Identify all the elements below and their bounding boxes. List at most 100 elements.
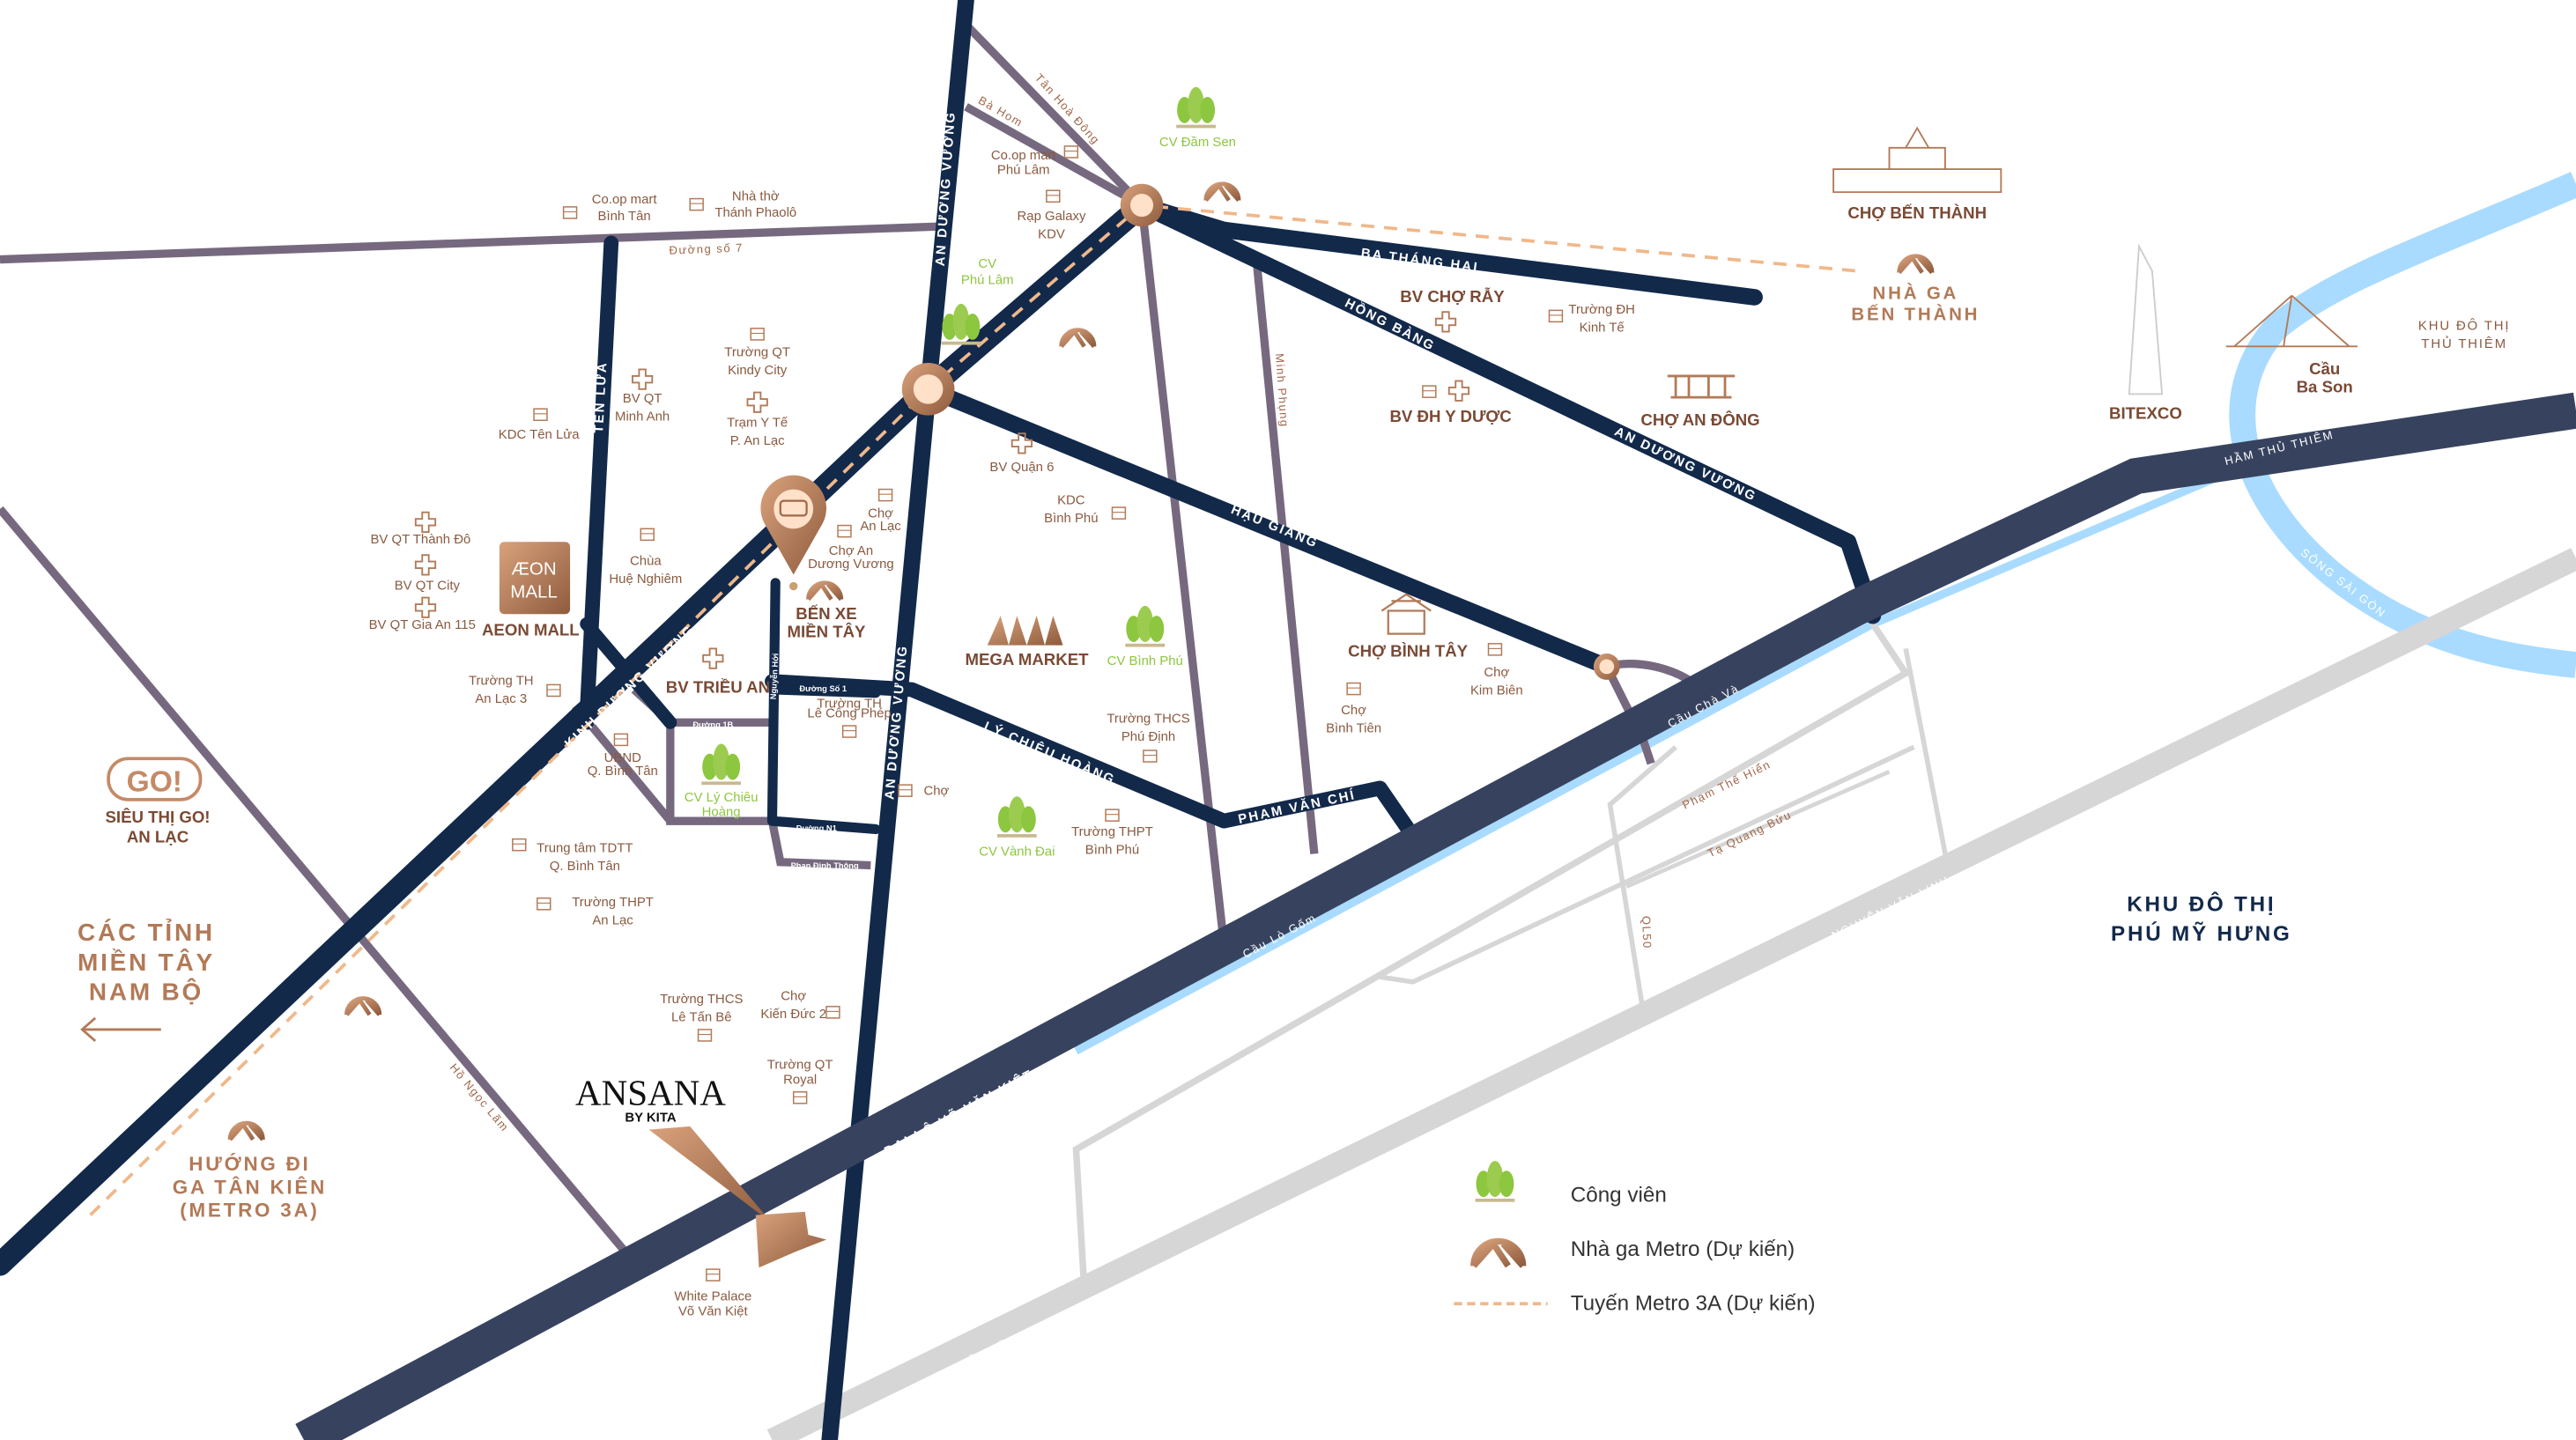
metro-station-icon [346, 999, 379, 1015]
metro-3a-line [89, 203, 1857, 1216]
bus-station-pin [760, 475, 826, 591]
planned-roads [766, 548, 2576, 1440]
ansana-by-kita: BY KITA [625, 1111, 676, 1125]
hospital-icon [1434, 311, 1457, 333]
park-icon [941, 303, 981, 345]
metro-station-icon [1206, 184, 1239, 201]
secondary-roads [0, 21, 1713, 1267]
label-mega-market: MEGA MARKET [965, 650, 1089, 668]
road-ta-quang-buu: Tạ Quang Bửu [1706, 808, 1794, 860]
road-phan-dinh-thong: Phan Đình Thông [791, 861, 859, 870]
ansana-logo: ANSANA [575, 1073, 726, 1113]
mega-market-logo [987, 616, 1063, 646]
road-ten-lua: TÊN LỬA [590, 361, 610, 434]
legend-park-label: Công viên [1571, 1184, 1667, 1207]
label-bv-thanh-do: BV QT Thành Đô [370, 533, 470, 547]
hospital-icon [746, 391, 768, 413]
label-cho-ben-thanh: CHỢ BẾN THÀNH [1847, 203, 1987, 222]
hospital-icon [414, 511, 437, 533]
road-duong-n1: Đường N1 [796, 823, 837, 832]
road-duong-so-1: Đường Số 1 [799, 684, 847, 693]
label-bv-gia-an: BV QT Gia An 115 [369, 618, 476, 632]
aeon-mall-logo: ÆON MALL [499, 542, 571, 615]
legend-metro-station-label: Nhà ga Metro (Dự kiến) [1571, 1237, 1795, 1261]
cho-binh-tay-icon [1381, 593, 1432, 635]
label-bv-cho-ray: BV CHỢ RẪY [1400, 287, 1505, 306]
cho-ben-thanh-icon [1832, 126, 2002, 194]
svg-text:MALL: MALL [510, 582, 558, 602]
label-bv-trieu-an: BV TRIỀU AN [666, 678, 770, 697]
road-duong-1b: Đường 1B [692, 720, 733, 729]
legend-metro-icon [1474, 1241, 1523, 1266]
metro-station-icon [1899, 256, 1932, 273]
hospital-icon [414, 554, 437, 576]
label-bv-dh-y-duoc: BV ĐH Y DƯỢC [1389, 407, 1511, 425]
go-logo: GO! [107, 757, 203, 801]
park-icon [1176, 86, 1216, 129]
label-cho: Chợ [924, 784, 950, 798]
metro-station-icon [1062, 330, 1094, 347]
ba-son-bridge-icon [2225, 294, 2358, 348]
bitexco-icon [2128, 243, 2164, 395]
label-cho-binh-tay: CHỢ BÌNH TÂY [1348, 642, 1469, 661]
road-ho-ngoc-lam: Hồ Ngọc Lãm [448, 1061, 512, 1134]
vo-van-kiet-highway [295, 392, 2576, 1440]
legend: Công viên Nhà ga Metro (Dự kiến) Tuyến M… [1454, 1161, 1816, 1316]
road-an-duong-vuong: AN DƯƠNG VƯƠNG [883, 644, 910, 800]
label-kdc-ten-lua: KDC Tên Lửa [499, 428, 580, 442]
legend-metro-line-label: Tuyến Metro 3A (Dự kiến) [1571, 1292, 1816, 1316]
cho-an-dong-icon [1667, 374, 1736, 399]
hospital-icon [702, 647, 724, 669]
svg-text:ÆON: ÆON [511, 559, 556, 580]
road-minh-phung: Minh Phụng [1273, 353, 1292, 428]
road-pham-the-hien: Phạm Thế Hiển [1680, 757, 1773, 812]
label-bitexco: BITEXCO [2109, 403, 2182, 422]
metro-station-icon [230, 1123, 263, 1140]
metro-station-icon [808, 583, 840, 600]
park-icon [1125, 605, 1166, 647]
road-duong-so-7: Đường số 7 [669, 241, 744, 257]
label-cv-vanh-dai: CV Vành Đai [979, 845, 1055, 859]
svg-text:GO!: GO! [127, 766, 182, 799]
road-ly-chieu-hoang: LÝ CHIÊU HOÀNG [981, 718, 1118, 787]
label-bv-city: BV QT City [395, 579, 461, 593]
hospital-icon [414, 596, 437, 618]
park-icon [996, 796, 1037, 838]
hospital-icon [632, 368, 654, 390]
road-ql50: QL50 [1640, 916, 1654, 949]
